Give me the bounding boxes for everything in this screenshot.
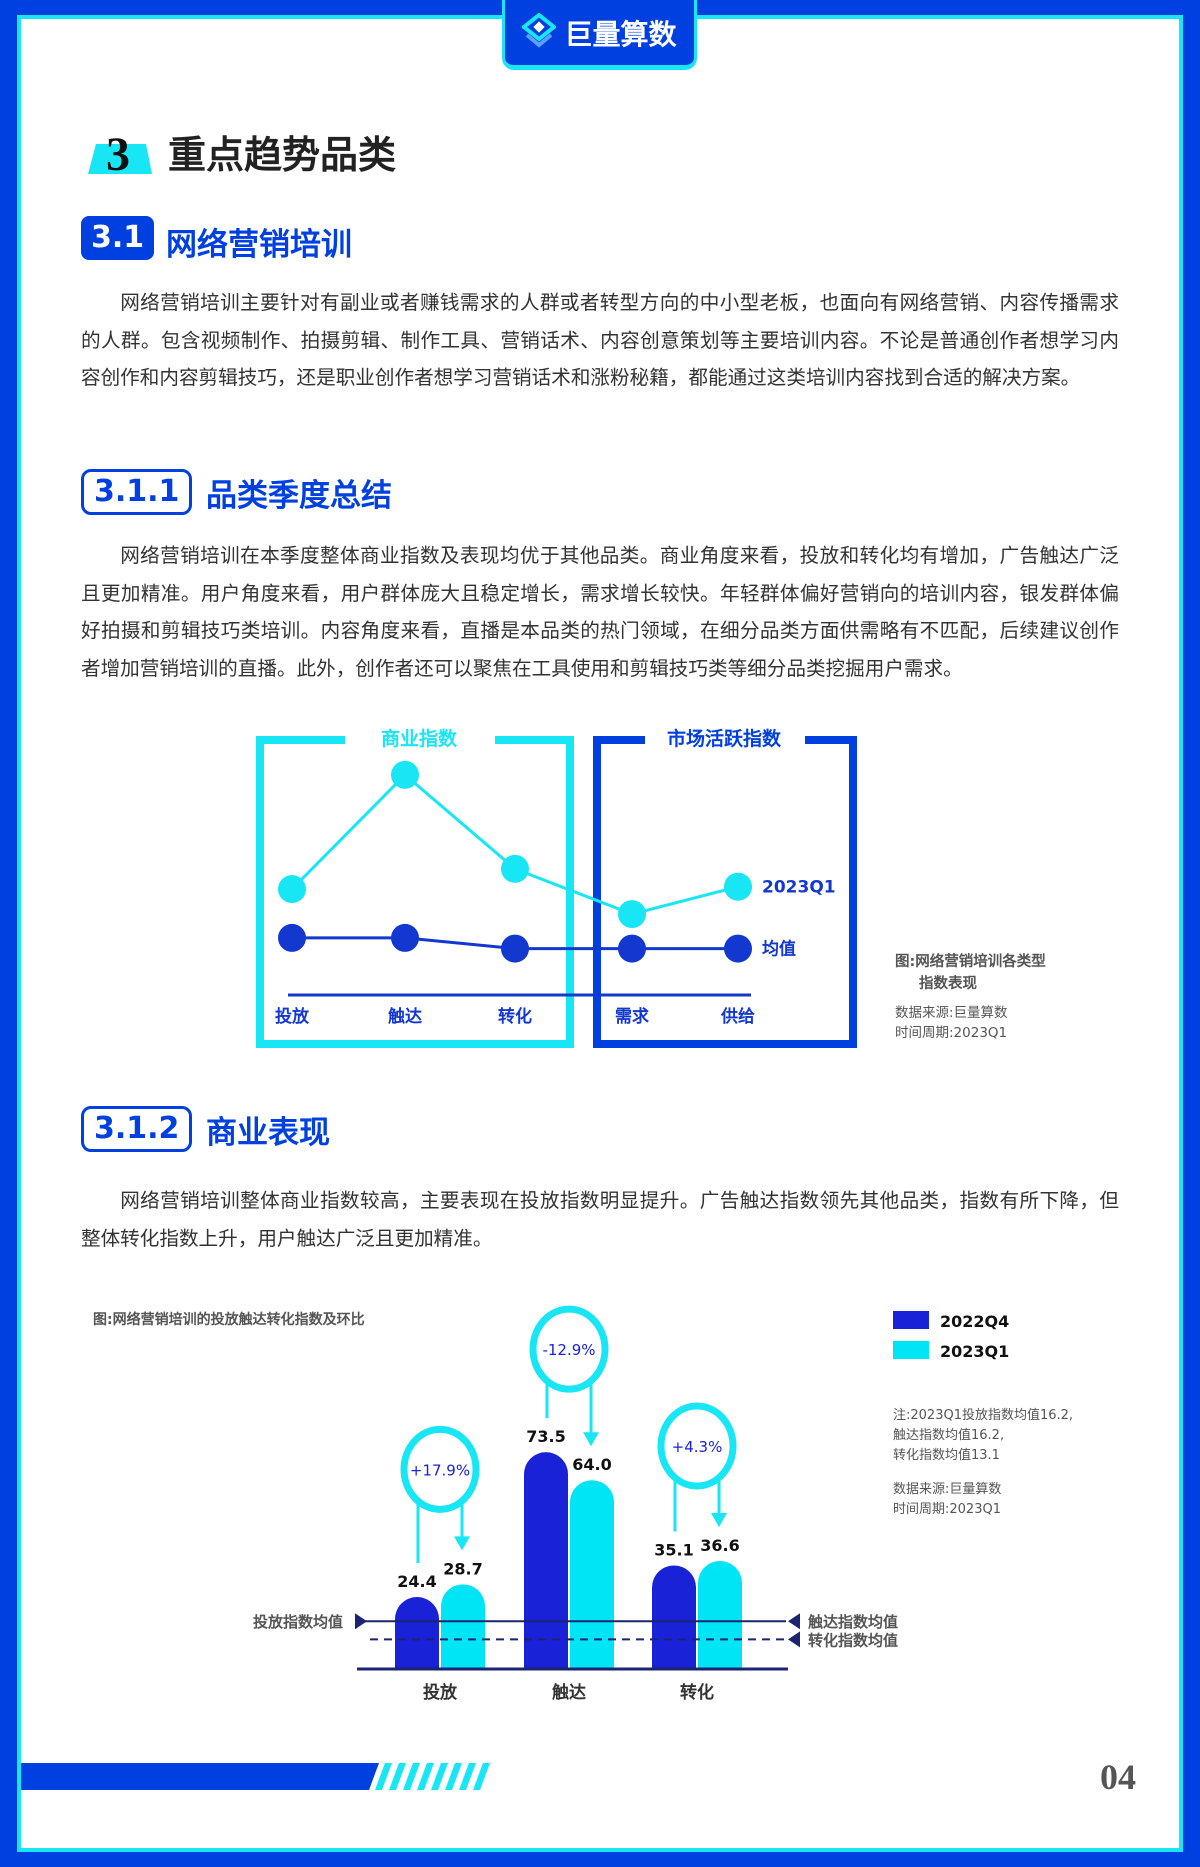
triangle-left-icon [788,1631,800,1648]
section-number: 3 [106,128,130,174]
chart2-source: 数据来源:巨量算数 [893,1482,1002,1497]
s311-number: 3.1.1 [81,469,193,515]
group-label-market: 市场活跃指数 [667,727,782,750]
legend-swatch-2022q4 [893,1311,929,1329]
ref-label: 转化指数均值 [808,1631,898,1649]
section-number-badge: 3 [88,128,152,174]
arrow-down-icon [711,1513,727,1528]
series-label-1: 均值 [762,939,796,960]
bar-value-label: 35.1 [654,1540,693,1559]
s312-number: 3.1.2 [81,1106,193,1152]
intro-paragraph: 网络营销培训主要针对有副业或者赚钱需求的人群或者转型方向的中小型老板，也面向有网… [81,291,1119,390]
change-bubble [657,1402,737,1490]
point-1-1 [391,923,419,952]
legend-label-2022q4: 2022Q4 [940,1312,1009,1331]
x-tick-label: 投放 [423,1682,458,1703]
legend-label-2023q1: 2023Q1 [940,1342,1009,1361]
point-0-3 [618,900,646,929]
s312-title: 商业表现 [206,1115,330,1151]
bar-0-1 [524,1452,568,1669]
triangle-right-icon [355,1613,367,1630]
legend-swatch-2023q1 [893,1341,929,1359]
chart1-period: 时间周期:2023Q1 [895,1025,1008,1041]
section-title: 重点趋势品类 [168,133,397,177]
bar-1-1 [570,1480,614,1669]
bar-1-2 [698,1561,742,1669]
bar-0-0 [395,1597,439,1669]
caption-line-2: 指数表现 [919,976,977,992]
s311-paragraph: 网络营销培训在本季度整体商业指数及表现均优于其他品类。商业角度来看，投放和转化均… [81,544,1119,680]
s312-paragraph: 网络营销培训整体商业指数较高，主要表现在投放指数明显提升。广告触达指数领先其他品… [81,1189,1119,1250]
chart1-caption: 图:网络营销培训各类型 指数表现 数据来源:巨量算数 时间周期:2023Q1 [895,951,1046,1043]
bar-value-label: 73.5 [526,1427,565,1446]
bar-1-0 [441,1584,485,1669]
bar-value-label: 64.0 [572,1455,611,1474]
point-1-2 [501,934,529,963]
group-label-commercial: 商业指数 [381,727,458,750]
x-tick-label: 触达 [387,1006,422,1027]
chart2-period: 时间周期:2023Q1 [893,1502,1001,1517]
x-tick-label: 供给 [720,1006,755,1027]
bar-value-label: 36.6 [700,1536,739,1555]
point-1-4 [724,934,752,963]
point-0-1 [391,760,419,789]
chart2-notes: 注:2023Q1投放指数均值16.2, 触达指数均值16.2, 转化指数均值13… [893,1406,1073,1520]
x-tick-label: 转化 [498,1006,532,1027]
brand-badge: 巨量算数 [502,0,697,70]
triangle-left-icon [788,1613,800,1630]
point-0-4 [724,872,752,901]
ref-label: 投放指数均值 [253,1613,343,1631]
chart2-caption: 图:网络营销培训的投放触达转化指数及环比 [93,1312,365,1328]
x-tick-label: 转化 [680,1682,714,1703]
note-line-2: 触达指数均值16.2, [893,1428,1005,1443]
s311-title: 品类季度总结 [206,478,392,514]
chart1-source: 数据来源:巨量算数 [895,1005,1008,1021]
subsection-number: 3.1 [81,216,155,260]
point-1-3 [618,934,646,963]
note-line-3: 转化指数均值13.1 [893,1448,1000,1463]
x-tick-label: 需求 [615,1006,649,1027]
ref-label: 触达指数均值 [808,1613,898,1631]
brand-name: 巨量算数 [564,17,677,51]
change-label: +4.3% [672,1438,723,1456]
bar-value-label: 28.7 [443,1559,482,1578]
point-0-0 [278,875,306,904]
x-tick-label: 投放 [275,1006,310,1027]
footer-stripe-bar [21,1763,490,1790]
point-1-0 [278,923,306,952]
change-label: +17.9% [410,1461,470,1479]
x-tick-label: 触达 [551,1682,586,1703]
bar-0-2 [652,1565,696,1669]
change-bubble [529,1305,609,1393]
point-0-2 [501,854,529,883]
caption-line-1: 图:网络营销培训各类型 [895,954,1046,970]
subsection-title: 网络营销培训 [166,227,352,263]
arrow-down-icon [454,1536,470,1551]
page-number: 04 [1100,1757,1136,1797]
diamond-layers-icon [522,12,557,48]
bar-value-label: 24.4 [397,1572,436,1591]
series-label-0: 2023Q1 [762,878,836,898]
arrow-down-icon [583,1432,599,1447]
note-line-1: 注:2023Q1投放指数均值16.2, [893,1408,1074,1423]
change-label: -12.9% [542,1341,595,1359]
change-bubble [400,1425,480,1513]
